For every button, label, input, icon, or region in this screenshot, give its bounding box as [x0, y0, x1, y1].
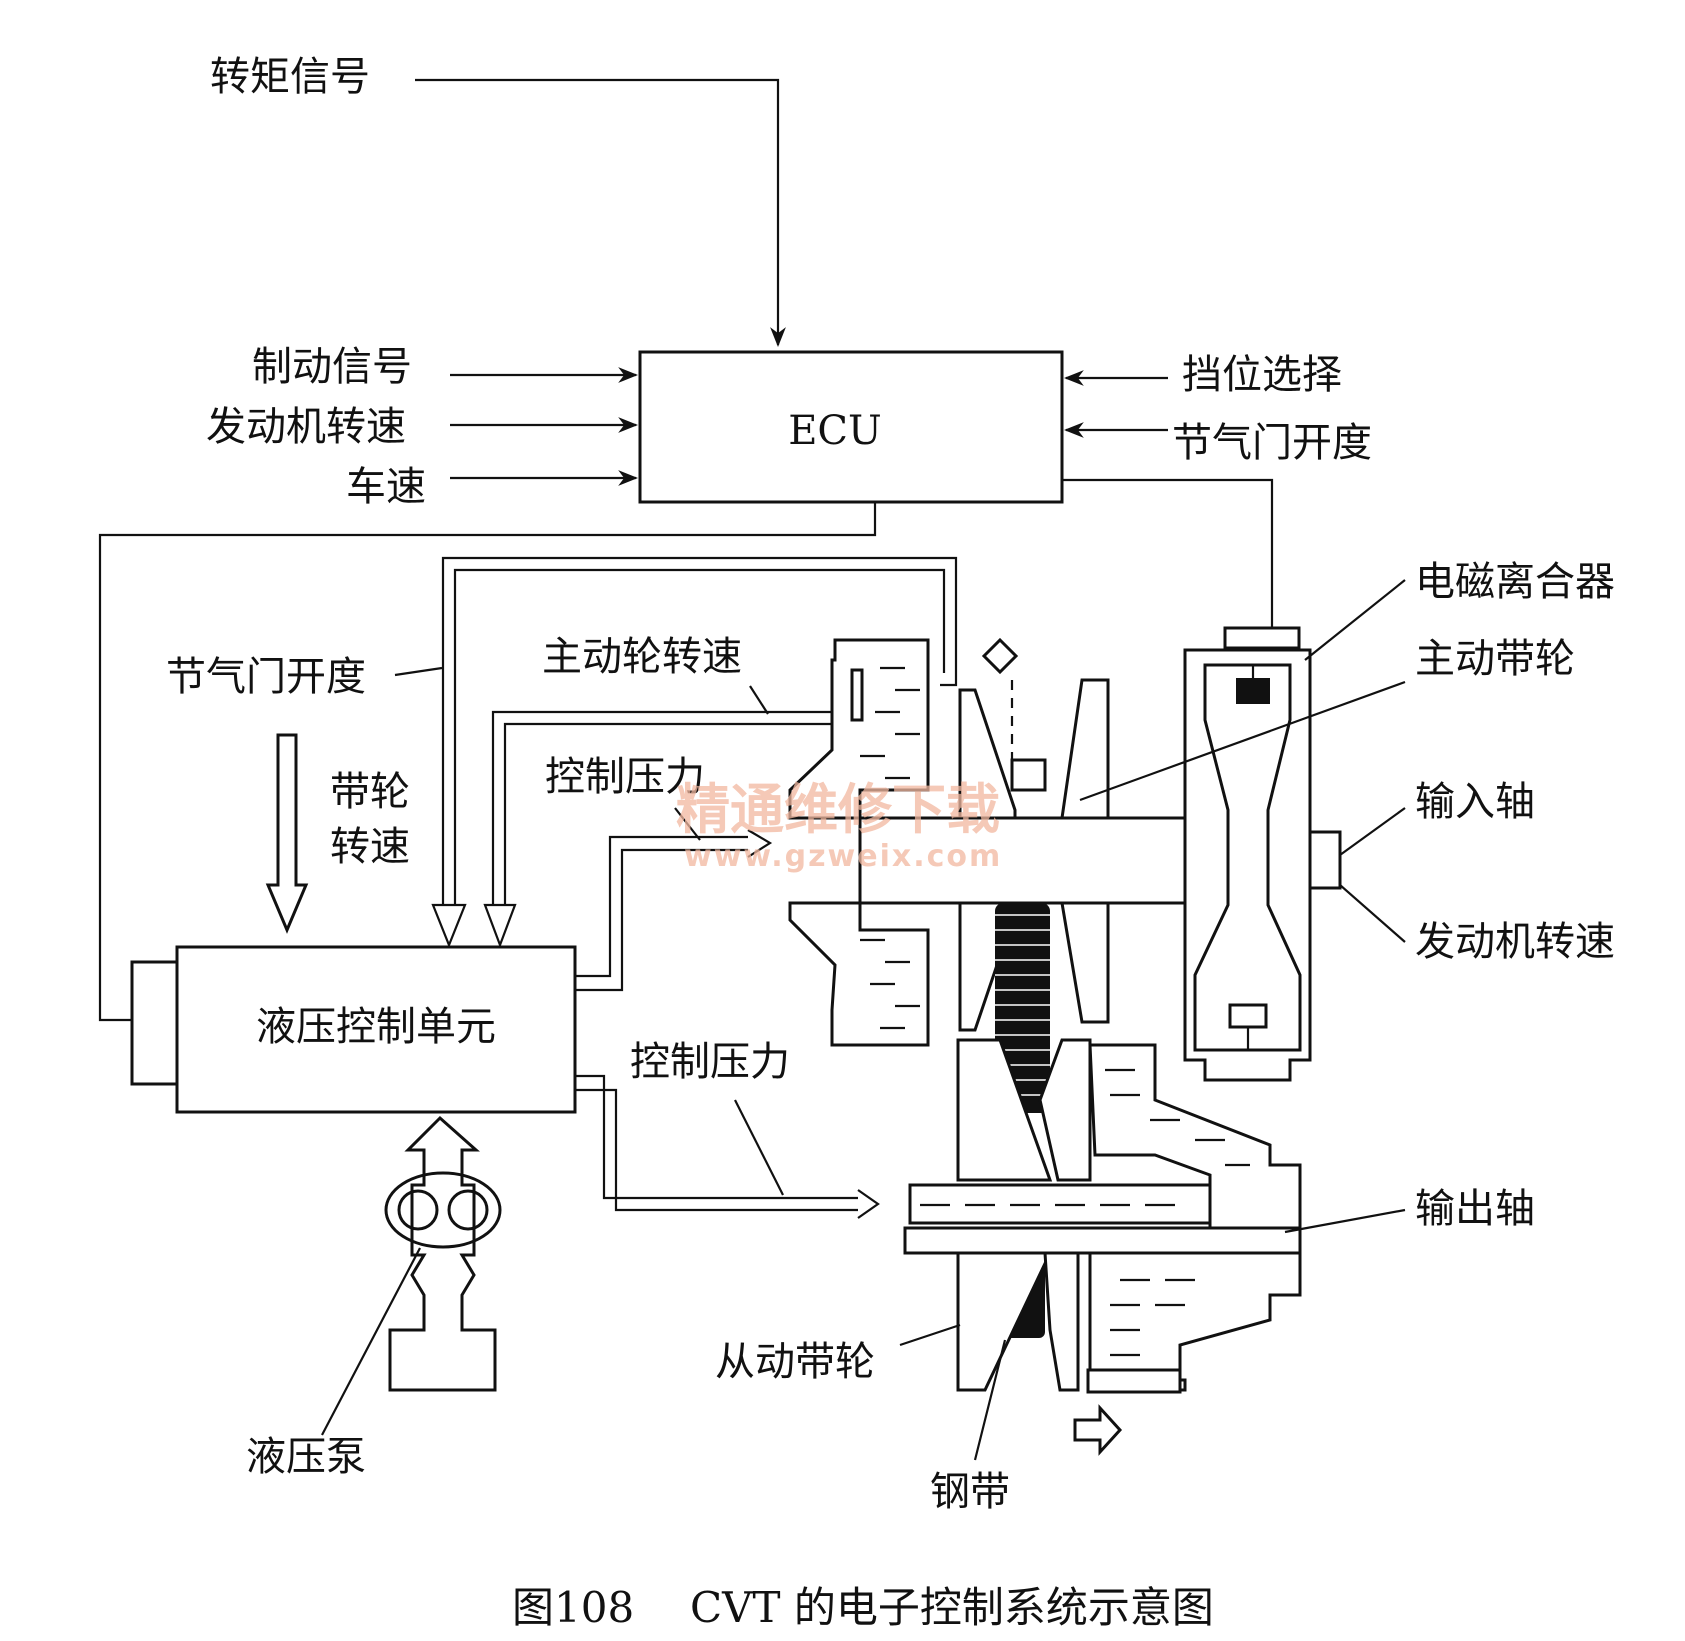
em-clutch-bottom-pad [1228, 1003, 1268, 1029]
throttle-left-leader [394, 666, 443, 677]
pipe-outer [441, 556, 958, 905]
vehicle-speed-label: 车速 [346, 464, 426, 510]
output-direction-arrow [1073, 1404, 1123, 1456]
hydraulic-pump-gear-right [447, 1189, 489, 1231]
primary-pulley-label: 主动带轮 [1415, 636, 1575, 682]
primary-speed-label: 主动轮转速 [542, 634, 742, 680]
brake-signal-label: 制动信号 [252, 344, 412, 390]
torque-signal-label: 转矩信号 [210, 54, 370, 100]
control-pressure-lower-pipe-inner [575, 1088, 858, 1212]
pipe-outer-inner [453, 568, 946, 905]
gear-select-label: 挡位选择 [1182, 352, 1342, 398]
secondary-pulley-label: 从动带轮 [715, 1339, 875, 1385]
control-pressure-upper-pipe-inner [575, 848, 748, 992]
primary-cylinder-housing [788, 638, 930, 820]
primary-fixed-sheave-lower [1060, 901, 1110, 1024]
primary-moving-sheave [958, 688, 1017, 820]
control-pressure-lower-label: 控制压力 [630, 1039, 790, 1085]
primary-cylinder-housing-lower [788, 901, 930, 1047]
hydraulic-unit-box [175, 945, 577, 1114]
torque-signal-line [415, 78, 786, 347]
pulley-speed-hollow-arrow [265, 733, 309, 934]
figure-number: 图108 [512, 1583, 634, 1632]
control-pressure-lower-pipe [575, 1074, 858, 1200]
engine-speed-output-leader [1339, 884, 1406, 943]
control-pressure-upper-label: 控制压力 [545, 754, 705, 800]
throttle-right-label: 节气门开度 [1172, 420, 1372, 466]
hydraulic-unit-label: 液压控制单元 [256, 1004, 496, 1050]
control-pressure-upper-leader [674, 807, 701, 841]
pulley-speed-label-2: 转速 [330, 824, 410, 870]
steel-belt-label: 钢带 [930, 1469, 1010, 1515]
ecu-label: ECU [788, 408, 882, 454]
pulley-speed-label-1: 带轮 [330, 769, 410, 815]
hydraulic-pump-label: 液压泵 [246, 1434, 366, 1480]
watermark-url: www.gzweix.com [684, 839, 1002, 874]
primary-seal-marker [981, 637, 1019, 675]
secondary-moving-sheave [1038, 1038, 1092, 1182]
watermark-text: 精通维修下载 [676, 778, 1000, 841]
output-shaft-leader [1284, 1208, 1406, 1234]
secondary-fixed-sheave-lower [956, 1251, 1053, 1392]
hydraulic-unit-connector [130, 960, 182, 1086]
hydraulic-pump-body [388, 1115, 497, 1392]
hydraulic-pump-leader [321, 1247, 421, 1436]
secondary-oil-marks [1105, 1068, 1250, 1357]
hydraulic-pump-gear-left [397, 1189, 439, 1231]
em-clutch-coil [1236, 678, 1270, 704]
ecu-box [638, 350, 1064, 504]
control-pressure-upper-head [747, 829, 773, 858]
ecu-clutch-line [1062, 478, 1274, 628]
hydraulic-pump-housing [384, 1171, 502, 1249]
primary-oil-marks [860, 666, 920, 1030]
primary-pulley-leader [1079, 680, 1406, 802]
primary-fixed-sheave [1060, 678, 1110, 820]
control-pressure-upper-pipe [575, 835, 748, 978]
secondary-moving-sheave-lower [1043, 1251, 1080, 1392]
em-clutch-leader [1304, 579, 1406, 661]
steel-belt-leader [973, 1339, 1007, 1461]
secondary-pulley-leader [899, 1323, 961, 1347]
em-clutch-cap [1223, 626, 1301, 650]
input-shaft-leader [1339, 807, 1406, 856]
control-pressure-lower-head [857, 1189, 880, 1219]
ecu-hydraulic-line [98, 502, 877, 1022]
output-shaft [903, 1226, 1302, 1255]
secondary-fixed-sheave [956, 1038, 1053, 1182]
secondary-out-plate [1086, 1368, 1182, 1394]
em-clutch-label: 电磁离合器 [1415, 559, 1615, 605]
pipe-outer-arrowhead [431, 903, 467, 948]
output-shaft-label: 输出轴 [1415, 1186, 1535, 1232]
engine-speed-input-label: 发动机转速 [206, 404, 406, 450]
primary-seal-block [1010, 758, 1047, 792]
input-shaft-label: 输入轴 [1415, 779, 1535, 825]
control-pressure-lower-leader [734, 1099, 784, 1196]
pipe-primary-arrowhead [483, 903, 517, 949]
engine-speed-output-label: 发动机转速 [1415, 919, 1615, 965]
throttle-left-label: 节气门开度 [166, 654, 366, 700]
secondary-cylinder-housing [1088, 1043, 1302, 1230]
primary-cylinder-inlet [850, 668, 864, 722]
figure-title: CVT 的电子控制系统示意图 [690, 1583, 1214, 1632]
primary-speed-leader [749, 685, 769, 715]
